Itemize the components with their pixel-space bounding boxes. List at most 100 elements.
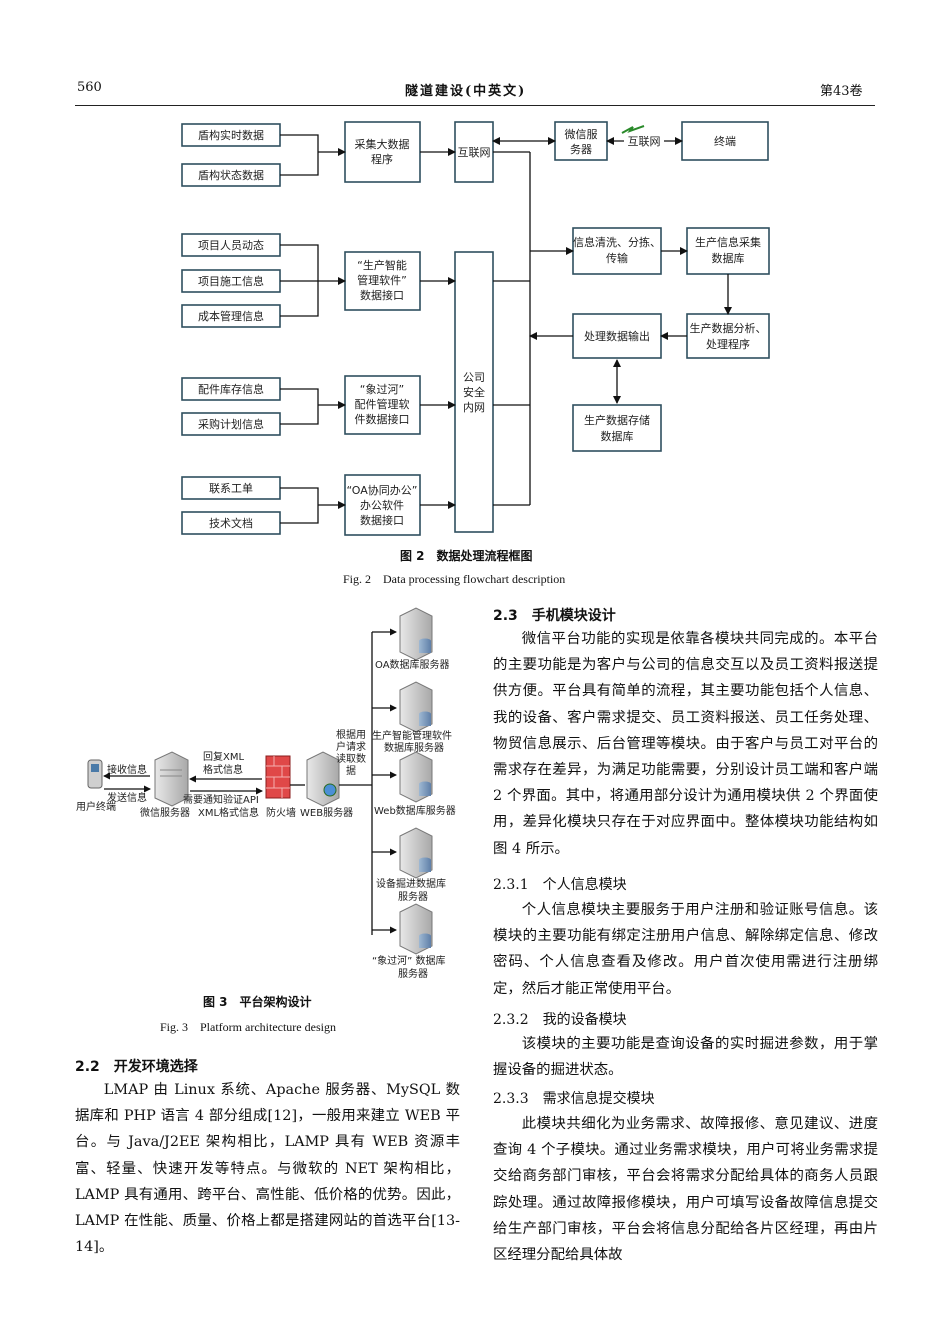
svg-text:互联网: 互联网 — [458, 146, 491, 159]
request-read-label-3: 读取数 — [336, 752, 366, 765]
box-prod-analysis: 生产数据分析、 处理程序 — [686, 313, 770, 359]
svg-text:务器: 务器 — [570, 143, 592, 156]
svg-text:生产数据存储: 生产数据存储 — [584, 413, 650, 427]
svg-text:生产数据分析、: 生产数据分析、 — [690, 321, 767, 335]
smart-db-server-icon — [399, 681, 433, 733]
box-purchase-plan: 采购计划信息 — [181, 412, 281, 436]
box-cost-mgmt: 成本管理信息 — [181, 304, 281, 328]
fig3-caption-en: Fig. 3 Platform architecture design — [160, 1020, 336, 1034]
box-wechat-server: 微信服 务器 — [554, 121, 608, 161]
svg-text:安全: 安全 — [463, 385, 485, 399]
fig3-caption-zh: 图 3 平台架构设计 — [203, 995, 312, 1009]
svg-text:盾构实时数据: 盾构实时数据 — [198, 128, 264, 142]
svg-text:办公软件: 办公软件 — [360, 498, 404, 512]
section-2-3-body: 微信平台功能的实现是依靠各模块共同完成的。本平台的主要功能是为客户与公司的信息交… — [493, 631, 878, 857]
wechat-server-icon — [154, 751, 189, 807]
section-2-3-1-body: 个人信息模块主要服务于用户注册和验证账号信息。该模块的主要功能有绑定注册用户信息… — [493, 902, 878, 997]
wechat-server-label: 微信服务器 — [140, 806, 190, 819]
figure-2-flowchart: 盾构实时数据 盾构状态数据 项目人员动态 项目施工信息 成本管理信息 配件库存信… — [181, 121, 770, 536]
web-server-label: WEB服务器 — [300, 806, 353, 819]
svg-text:配件库存信息: 配件库存信息 — [198, 382, 264, 396]
xgh-db-label-1: “象过河” 数据库 — [372, 954, 446, 967]
svg-text:联系工单: 联系工单 — [209, 482, 253, 495]
equip-db-server-icon — [399, 827, 433, 879]
box-internet: 互联网 — [454, 121, 494, 183]
svg-text:“OA协同办公”: “OA协同办公” — [347, 483, 418, 497]
svg-text:生产信息采集: 生产信息采集 — [695, 235, 761, 249]
section-2-2-title: 2.2 开发环境选择 — [75, 1059, 198, 1075]
web-db-label: Web数据库服务器 — [374, 804, 456, 817]
box-terminal: 终端 — [681, 121, 769, 161]
send-info-label: 发送信息 — [107, 791, 147, 804]
box-process-output: 处理数据输出 — [572, 313, 662, 359]
reply-xml-label-2: 格式信息 — [203, 763, 243, 776]
section-2-2-body: LMAP 由 Linux 系统、Apache 服务器、MySQL 数据库和 PH… — [75, 1082, 460, 1256]
svg-text:“生产智能: “生产智能 — [357, 258, 407, 272]
svg-text:数据库: 数据库 — [712, 251, 745, 265]
svg-text:“象过河”: “象过河” — [360, 383, 404, 396]
web-server-icon — [306, 751, 340, 807]
fig2-caption-en: Fig. 2 Data processing flowchart descrip… — [343, 572, 566, 586]
xgh-db-label-2: 服务器 — [398, 967, 428, 980]
svg-text:信息清洗、分拣、: 信息清洗、分拣、 — [573, 235, 661, 249]
svg-text:终端: 终端 — [714, 134, 736, 148]
svg-text:处理数据输出: 处理数据输出 — [584, 329, 650, 343]
oa-db-server-icon — [399, 607, 433, 661]
svg-text:采购计划信息: 采购计划信息 — [198, 417, 264, 431]
svg-text:内网: 内网 — [463, 400, 485, 414]
box-smart-prod-iface: “生产智能 管理软件” 数据接口 — [344, 251, 421, 311]
receive-info-label: 接收信息 — [107, 763, 147, 776]
journal-title: 隧道建设(中英文) — [405, 84, 527, 99]
oa-db-label: OA数据库服务器 — [375, 658, 450, 671]
header-rule — [75, 105, 875, 106]
svg-text:管理软件”: 管理软件” — [357, 273, 407, 287]
web-db-server-icon — [399, 751, 433, 803]
user-terminal-label: 用户终端 — [76, 800, 116, 813]
box-company-intranet: 公司 安全 内网 — [454, 251, 494, 533]
svg-text:传输: 传输 — [606, 251, 628, 265]
firewall-label: 防火墙 — [266, 806, 296, 819]
svg-text:项目人员动态: 项目人员动态 — [198, 239, 264, 252]
notify-api-label-1: 需要通知验证API — [183, 793, 259, 806]
box-xianguohe-iface: “象过河” 配件管理软 件数据接口 — [344, 375, 421, 435]
svg-text:数据接口: 数据接口 — [360, 288, 404, 302]
box-prod-collect-db: 生产信息采集 数据库 — [686, 227, 770, 275]
box-shield-realtime: 盾构实时数据 — [181, 123, 281, 147]
box-shield-status: 盾构状态数据 — [181, 163, 281, 187]
box-prod-storage-db: 生产数据存储 数据库 — [572, 404, 662, 452]
firewall-icon — [265, 755, 291, 799]
equip-db-label-2: 服务器 — [398, 890, 428, 903]
section-2-3-2-title: 2.3.2 我的设备模块 — [493, 1012, 627, 1028]
svg-text:公司: 公司 — [463, 371, 485, 384]
section-2-3-title: 2.3 手机模块设计 — [493, 608, 616, 624]
svg-text:配件管理软: 配件管理软 — [355, 397, 410, 411]
box-tech-doc: 技术文档 — [181, 511, 281, 535]
box-collect-big-data: 采集大数据 程序 — [344, 121, 421, 183]
smart-db-label-1: 生产智能管理软件 — [372, 729, 452, 742]
box-info-clean: 信息清洗、分拣、 传输 — [572, 227, 662, 275]
lightning-icon — [621, 125, 645, 134]
equip-db-label-1: 设备掘进数据库 — [376, 877, 446, 890]
svg-text:项目施工信息: 项目施工信息 — [198, 274, 264, 288]
internet-link-label: 互联网 — [628, 135, 661, 148]
svg-text:采集大数据: 采集大数据 — [355, 137, 410, 151]
svg-text:程序: 程序 — [371, 152, 393, 166]
volume-label: 第43卷 — [820, 84, 863, 99]
box-parts-stock: 配件库存信息 — [181, 377, 281, 401]
page-number: 560 — [77, 80, 102, 95]
box-contact-ticket: 联系工单 — [181, 476, 281, 500]
svg-text:盾构状态数据: 盾构状态数据 — [198, 168, 264, 182]
section-2-3-1-title: 2.3.1 个人信息模块 — [493, 877, 627, 893]
section-2-3-3-title: 2.3.3 需求信息提交模块 — [493, 1091, 655, 1107]
svg-text:数据库: 数据库 — [601, 429, 634, 443]
svg-text:成本管理信息: 成本管理信息 — [198, 309, 264, 323]
request-read-label-1: 根据用 — [336, 728, 366, 741]
box-oa-iface: “OA协同办公” 办公软件 数据接口 — [344, 474, 421, 536]
reply-xml-label-1: 回复XML — [203, 750, 244, 763]
xgh-db-server-icon — [399, 903, 433, 955]
phone-icon — [87, 759, 103, 789]
figure-3-architecture: 用户终端 接收信息 发送信息 微信服务器 回复XML 格式信息 需要通知验证AP… — [76, 607, 456, 980]
svg-text:数据接口: 数据接口 — [360, 513, 404, 527]
section-2-3-3-body: 此模块共细化为业务需求、故障报修、意见建议、进度查询 4 个子模块。通过业务需求… — [493, 1116, 878, 1264]
box-project-staff: 项目人员动态 — [181, 233, 281, 257]
